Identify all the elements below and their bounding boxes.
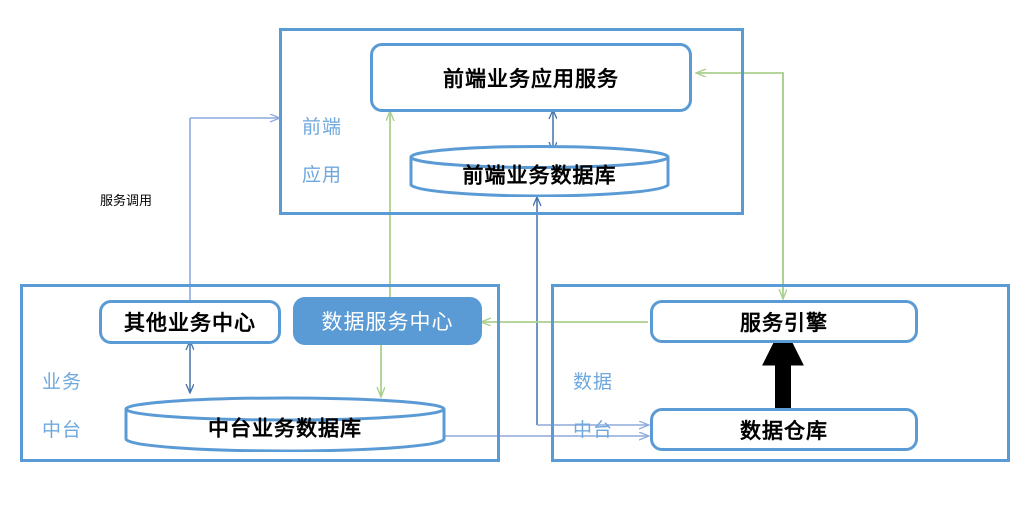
zone-frontend-application xyxy=(279,28,744,215)
node-data-service-center[interactable]: 数据服务中心 xyxy=(293,297,482,345)
node-data-warehouse[interactable]: 数据仓库 xyxy=(650,408,918,451)
cylinder-shape xyxy=(409,145,670,197)
zone-data-midplatform-label: 数据 中台 xyxy=(563,347,623,467)
zone-data-midplatform xyxy=(551,284,1010,462)
zone-business-label-line2: 中台 xyxy=(41,420,82,441)
zone-data-label-line1: 数据 xyxy=(572,372,613,393)
node-other-business-center[interactable]: 其他业务中心 xyxy=(99,300,281,344)
zone-business-label-line1: 业务 xyxy=(41,372,82,393)
zone-frontend-label-line2: 应用 xyxy=(301,165,342,186)
zone-business-midplatform-label: 业务 中台 xyxy=(32,347,92,467)
node-frontend-app-service[interactable]: 前端业务应用服务 xyxy=(370,43,692,112)
cylinder-shape xyxy=(124,396,446,452)
zone-data-label-line2: 中台 xyxy=(572,420,613,441)
node-service-engine[interactable]: 服务引擎 xyxy=(650,300,918,343)
node-midplatform-db[interactable]: 中台业务数据库 xyxy=(124,396,446,452)
zone-frontend-application-label: 前端 应用 xyxy=(292,92,352,212)
zone-frontend-label-line1: 前端 xyxy=(301,117,342,138)
zone-business-midplatform xyxy=(20,284,500,462)
node-frontend-db[interactable]: 前端业务数据库 xyxy=(409,145,670,197)
wire-label-service-call: 服务调用 xyxy=(100,193,153,208)
